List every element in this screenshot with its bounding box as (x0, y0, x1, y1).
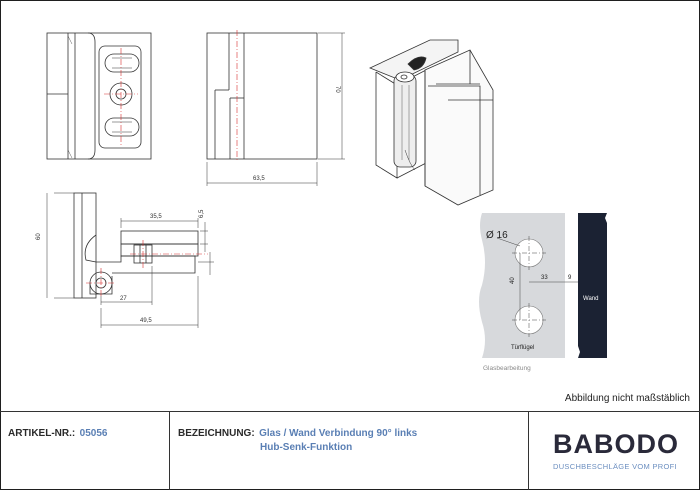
top-view-center-lines (86, 240, 208, 298)
dim-6-5: 6,5 (199, 209, 205, 218)
designation-cell: BEZEICHNUNG: Glas / Wand Verbindung 90° … (170, 412, 529, 490)
dim-width: 63,5 (253, 176, 265, 182)
wall-panel (578, 213, 607, 358)
technical-drawing: 63,5 70 (36, 30, 607, 372)
dim-27: 27 (120, 296, 127, 302)
side-view-outline (206, 32, 318, 160)
label-glass-processing: Glasbearbeitung (483, 365, 531, 372)
label-wall: Wand (583, 296, 598, 302)
dim-height-top: 70 (334, 86, 340, 93)
brand-logo: BABODO (553, 429, 679, 459)
dim-9: 9 (568, 275, 572, 281)
glass-processing-diagram (479, 213, 607, 358)
isometric-view (368, 39, 494, 206)
article-cell: ARTIKEL-NR.: 05056 (0, 412, 170, 490)
side-view (206, 32, 345, 186)
dim-height-side: 60 (36, 233, 42, 240)
dim-35: 35,5 (150, 214, 162, 220)
designation-key: BEZEICHNUNG: (178, 428, 255, 439)
scale-note: Abbildung nicht maßstäblich (564, 393, 690, 404)
dim-49-5: 49,5 (140, 318, 152, 324)
top-view (46, 192, 214, 328)
article-number: 05056 (79, 428, 108, 439)
dim-40: 40 (510, 277, 516, 284)
article-key: ARTIKEL-NR.: (8, 428, 76, 439)
dim-33: 33 (541, 275, 548, 281)
front-view (46, 32, 152, 160)
title-block: ARTIKEL-NR.: 05056 BEZEICHNUNG: Glas / W… (0, 411, 700, 490)
glass-panel (479, 213, 565, 358)
brand-tagline: DUSCHBESCHLÄGE VOM PROFI (553, 462, 677, 471)
label-door-leaf: Türflügel (511, 345, 534, 351)
designation-line-1: Glas / Wand Verbindung 90° links (259, 428, 418, 439)
brand-cell: BABODO DUSCHBESCHLÄGE VOM PROFI (529, 412, 700, 490)
front-view-center-lines (104, 48, 138, 146)
front-view-outline (46, 32, 152, 160)
dim-diameter: Ø 16 (486, 230, 508, 241)
designation-line-2: Hub-Senk-Funktion (260, 442, 353, 453)
